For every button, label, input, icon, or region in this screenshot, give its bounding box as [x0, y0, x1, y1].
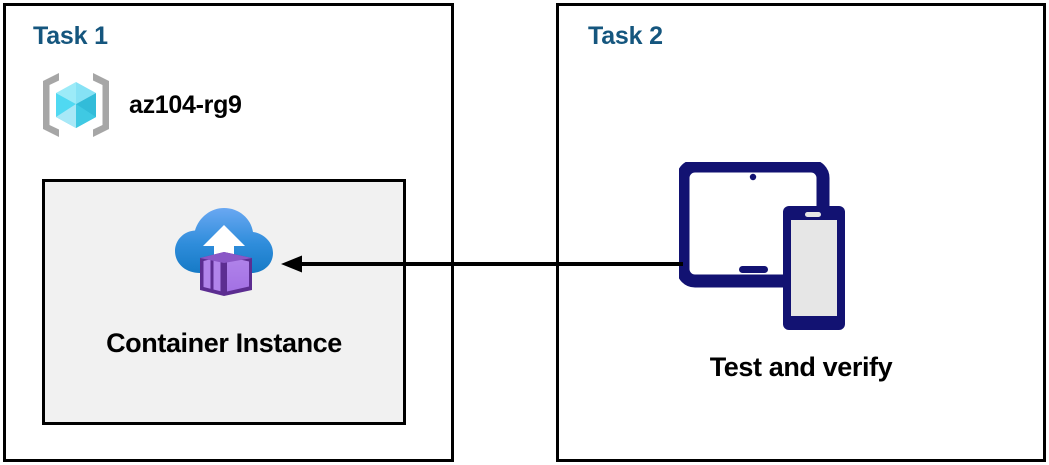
resource-group-label: az104-rg9: [129, 90, 242, 119]
resource-group-row: az104-rg9: [39, 68, 242, 142]
flow-arrow: [281, 255, 683, 273]
container-instance-card: Container Instance: [42, 179, 406, 425]
tablet-and-phone-devices-icon: [679, 162, 845, 330]
container-instance-label: Container Instance: [106, 328, 342, 358]
task-2-title: Task 2: [588, 22, 663, 50]
azure-container-instance-icon: [175, 208, 273, 296]
task-1-title: Task 1: [33, 22, 108, 50]
task-1-panel: Task 1 az104-rg9: [3, 3, 454, 462]
test-and-verify-label: Test and verify: [709, 352, 893, 382]
azure-resource-group-icon: [43, 73, 109, 137]
